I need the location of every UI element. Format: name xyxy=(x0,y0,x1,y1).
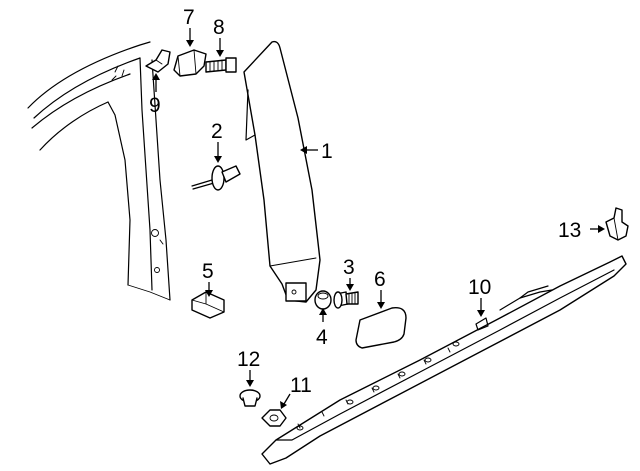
part-4-grommet xyxy=(314,290,332,310)
callout-12: 12 xyxy=(237,348,260,371)
part-11-nut xyxy=(261,409,287,427)
callout-3: 3 xyxy=(343,256,355,279)
callout-2: 2 xyxy=(211,120,223,143)
callout-13: 13 xyxy=(558,219,581,242)
part-9-clip xyxy=(145,49,171,73)
callout-11: 11 xyxy=(290,374,312,397)
part-2-push-pin xyxy=(191,165,241,191)
part-5-pad xyxy=(191,291,225,319)
part-3-screw xyxy=(333,291,359,309)
leader-lines xyxy=(152,28,605,409)
callout-9: 9 xyxy=(149,94,161,117)
callout-6: 6 xyxy=(374,268,386,291)
part-10-rocker-molding xyxy=(261,255,627,465)
vehicle-body-outline xyxy=(27,41,171,301)
callout-7: 7 xyxy=(183,6,195,29)
part-12-retainer xyxy=(239,389,261,407)
part-1-pillar-trim xyxy=(243,40,321,303)
callout-8: 8 xyxy=(213,16,225,39)
part-6-trim-plate xyxy=(355,307,407,349)
part-13-clip xyxy=(605,207,629,241)
callout-10: 10 xyxy=(468,276,491,299)
callout-4: 4 xyxy=(316,326,328,349)
part-7-bracket xyxy=(173,49,207,77)
callout-labels: 1 2 3 4 5 6 7 8 9 10 11 12 13 xyxy=(149,6,581,397)
callout-1: 1 xyxy=(321,140,333,163)
part-8-bolt xyxy=(205,57,237,73)
callout-5: 5 xyxy=(202,260,214,283)
